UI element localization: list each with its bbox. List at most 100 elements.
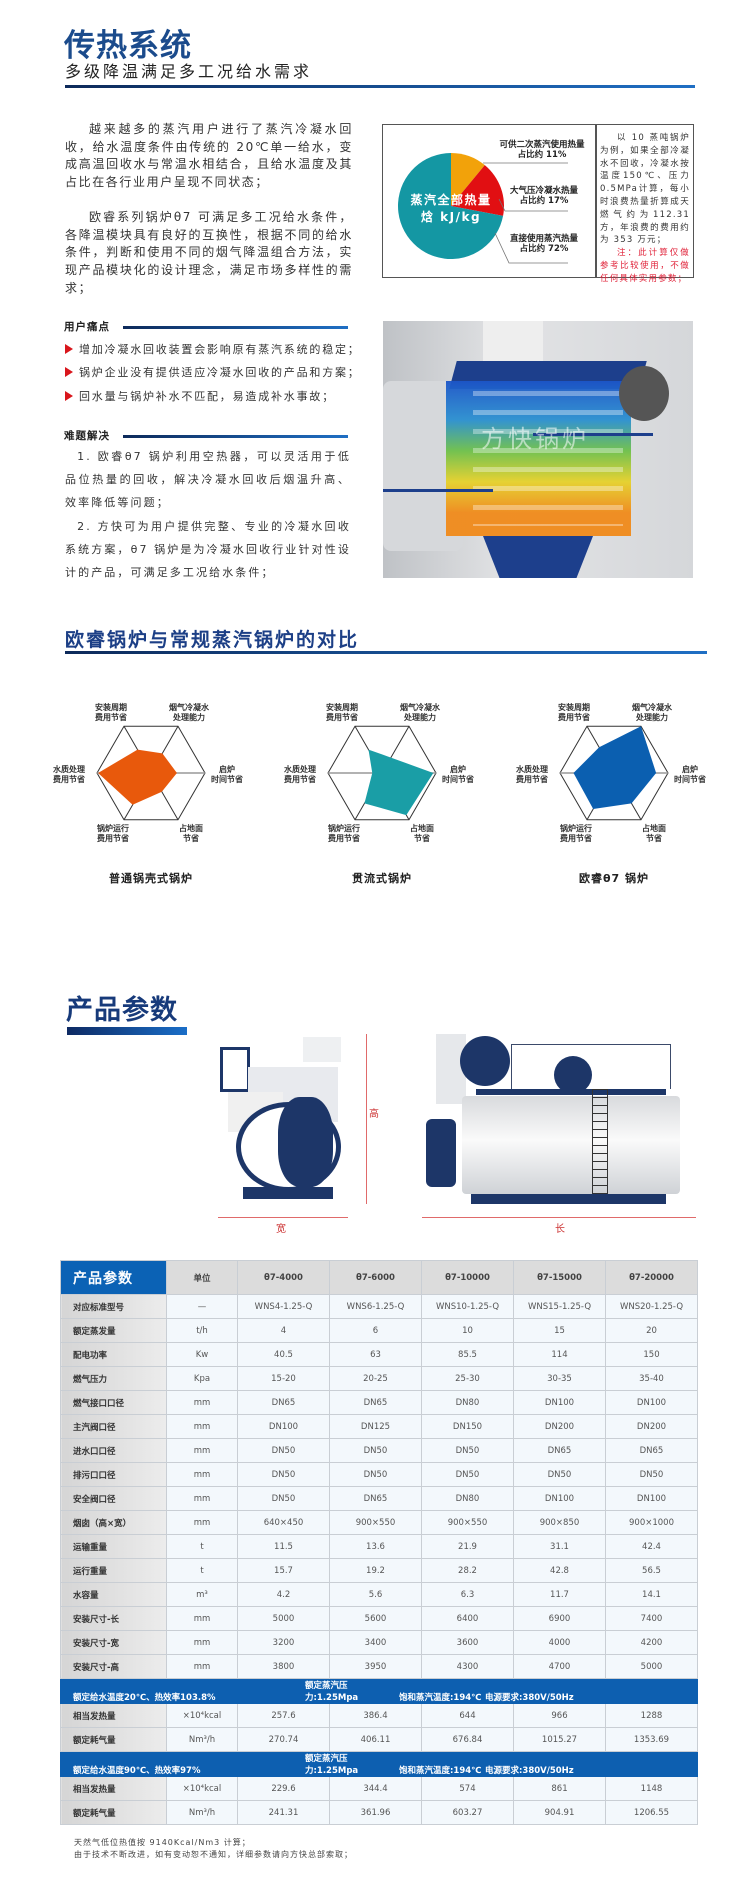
width-dimension-line	[218, 1217, 348, 1218]
radar-axis-label-line: 处理能力	[404, 712, 436, 722]
pie-leader-line	[494, 232, 568, 264]
value-cell: DN50	[329, 1462, 422, 1487]
radar-axis-label-line: 占地面	[642, 824, 666, 833]
radar-axis-label-line: 启炉	[682, 765, 698, 774]
boiler-side-view	[426, 1034, 696, 1206]
radar-axis-label: 启炉时间节省	[668, 765, 712, 784]
platform	[476, 1089, 666, 1095]
value-cell: 6	[329, 1318, 422, 1343]
pie-note-disclaimer: 注：此计算仅做参考比较使用，不做任何具体实用参数；	[600, 248, 690, 284]
value-cell: 3600	[421, 1630, 514, 1655]
radar-axis-label-line: 锅炉运行	[328, 824, 360, 833]
value-cell: DN65	[513, 1438, 606, 1463]
column-header: θ7-6000	[329, 1260, 422, 1295]
value-cell: 406.11	[329, 1727, 422, 1752]
radar-axis-label: 锅炉运行费用节省	[322, 824, 366, 843]
title-divider	[65, 85, 695, 88]
row-header: 燃气压力	[60, 1366, 167, 1391]
red-triangle-icon	[65, 344, 73, 354]
radar-axis-label-line: 水质处理	[53, 765, 85, 774]
radar-caption: 普通锅壳式锅炉	[109, 872, 193, 885]
value-cell: 344.4	[329, 1776, 422, 1801]
heat-exchanger-image: 方快锅炉	[383, 321, 693, 578]
value-cell: 114	[513, 1342, 606, 1367]
value-cell: WNS10-1.25-Q	[421, 1294, 514, 1319]
value-cell: 10	[421, 1318, 514, 1343]
value-cell: 4700	[513, 1654, 606, 1679]
radar-axis-label-line: 费用节省	[95, 712, 127, 722]
unit-cell: Nm³/h	[166, 1727, 238, 1752]
value-cell: 25-30	[421, 1366, 514, 1391]
unit-cell: ×10⁴kcal	[166, 1703, 238, 1728]
comparison-divider	[65, 651, 707, 654]
column-header: θ7-20000	[605, 1260, 698, 1295]
radar-axis-label-line: 烟气冷凝水	[400, 703, 440, 712]
value-cell: 676.84	[421, 1727, 514, 1752]
value-cell: DN80	[421, 1390, 514, 1415]
boiler-front-view	[218, 1032, 348, 1204]
pie-center-label: 焓 kJ/kg	[421, 209, 481, 224]
column-header: θ7-10000	[421, 1260, 514, 1295]
watermark: 方快锅炉	[481, 425, 589, 453]
radar-axis-label-line: 水质处理	[516, 765, 548, 774]
radar-axis-label: 烟气冷凝水处理能力	[630, 703, 674, 722]
value-cell: 5000	[237, 1606, 330, 1631]
product-params-table: 产品参数 单位 θ7-4000 θ7-6000 θ7-10000 θ7-1500…	[60, 1260, 698, 1825]
band-condition: 额定给水温度20℃、热效率103.8%	[73, 1693, 216, 1703]
radar-axis-label-line: 时间节省	[674, 774, 706, 784]
radar-chart	[327, 725, 437, 821]
radar-area	[98, 749, 177, 805]
column-header: θ7-15000	[513, 1260, 606, 1295]
radar-axis-label-line: 占地面	[179, 824, 203, 833]
boiler-base	[471, 1194, 666, 1204]
value-cell: 644	[421, 1703, 514, 1728]
value-cell: 6.3	[421, 1582, 514, 1607]
value-cell: 3400	[329, 1630, 422, 1655]
radar-axis-label-line: 费用节省	[284, 774, 316, 784]
radar-area	[364, 749, 434, 816]
red-triangle-icon	[65, 391, 73, 401]
column-header: 单位	[166, 1260, 238, 1295]
section-subtitle: 多级降温满足多工况给水需求	[65, 62, 313, 81]
radar-axis-label-line: 水质处理	[284, 765, 316, 774]
row-header: 水容量	[60, 1582, 167, 1607]
value-cell: 19.2	[329, 1558, 422, 1583]
row-header: 排污口口径	[60, 1462, 167, 1487]
spacer	[383, 384, 693, 386]
pie-label-text: 可供二次蒸汽使用热量	[499, 140, 585, 150]
footnote-1: 天然气低位热值按 9140Kcal/Nm3 计算；	[74, 1838, 251, 1847]
radar-axis-label: 占地面节省	[169, 824, 213, 843]
value-cell: 56.5	[605, 1558, 698, 1583]
value-cell: DN65	[329, 1390, 422, 1415]
radar-axis-label-line: 费用节省	[560, 833, 592, 843]
radar-axis-label-line: 时间节省	[442, 774, 474, 784]
band-pressure: 额定蒸汽压力:1.25Mpa	[305, 1754, 359, 1776]
row-header: 运输重量	[60, 1534, 167, 1559]
radar-axis-label-line: 费用节省	[328, 833, 360, 843]
width-label: 宽	[276, 1224, 286, 1235]
value-cell: 4	[237, 1318, 330, 1343]
value-cell: DN100	[237, 1414, 330, 1439]
pie-label-percent: 占比约 17%	[519, 196, 569, 206]
pain-points-heading: 用户痛点	[64, 321, 110, 333]
length-label: 长	[555, 1224, 565, 1235]
pie-label-text: 直接使用蒸汽热量	[509, 234, 578, 244]
railing	[511, 1044, 671, 1089]
radar-area	[573, 726, 657, 810]
radar-axis-label: 锅炉运行费用节省	[554, 824, 598, 843]
value-cell: 3950	[329, 1654, 422, 1679]
value-cell: 966	[513, 1703, 606, 1728]
row-header: 主汽阀口径	[60, 1414, 167, 1439]
value-cell: 85.5	[421, 1342, 514, 1367]
row-header: 烟囱（高×宽）	[60, 1510, 167, 1535]
value-cell: DN50	[421, 1462, 514, 1487]
